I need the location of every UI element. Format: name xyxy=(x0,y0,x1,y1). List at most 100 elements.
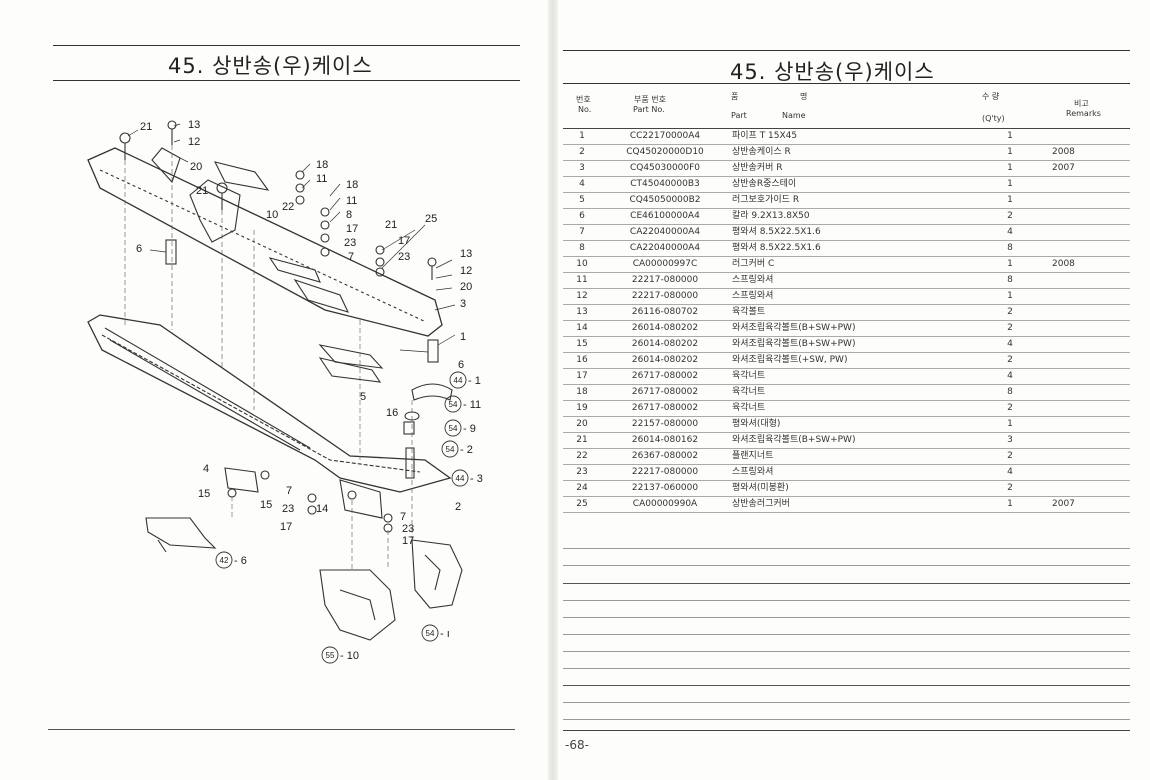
part-remarks-cell: 2007 xyxy=(1038,496,1130,513)
part-qty-cell: 2 xyxy=(982,320,1038,337)
callout-label: 2 xyxy=(455,501,461,513)
part-remarks-cell: 2008 xyxy=(1038,256,1130,273)
part-no-cell: 25 xyxy=(563,496,601,513)
callout-label: 21 xyxy=(140,121,152,133)
part-name-cell: 평와셔(미봉환) xyxy=(729,480,982,497)
part-remarks-cell xyxy=(1038,352,1130,369)
left-title-bottom-rule xyxy=(53,80,520,81)
callout-label: 18 xyxy=(346,179,358,191)
callout-label: 11 xyxy=(346,195,357,207)
right-title-bottom-rule xyxy=(563,83,1130,84)
part-code-cell: CA00000990A xyxy=(601,496,729,513)
part-no-cell: 18 xyxy=(563,384,601,401)
callout-label: 25 xyxy=(425,213,437,225)
callout-label: 23 xyxy=(282,503,294,515)
callout-label: 17 xyxy=(402,535,414,547)
callout-label: 5 xyxy=(360,391,366,403)
part-qty-cell: 1 xyxy=(982,192,1038,209)
part-name-cell: 러그보호가이드 R xyxy=(729,192,982,209)
circled-ref-code: 54 xyxy=(426,629,435,638)
part-name-cell: 스프링와셔 xyxy=(729,272,982,289)
part-name-cell: 와셔조립육각볼트(+SW, PW) xyxy=(729,352,982,369)
left-title-top-rule xyxy=(53,45,520,46)
part-name-cell: 스프링와셔 xyxy=(729,288,982,305)
part-remarks-cell xyxy=(1038,432,1130,449)
left-page-title: 45. 상반송(우)케이스 xyxy=(168,54,373,78)
part-remarks-cell xyxy=(1038,240,1130,257)
circled-ref-code: 54 xyxy=(449,400,458,409)
callout-label: 3 xyxy=(460,298,466,310)
header-qty-en: (Q'ty) xyxy=(982,114,1005,123)
part-no-cell: 13 xyxy=(563,304,601,321)
exploded-parts-diagram: 21 13 12 20 18 11 18 21 22 11 10 8 17 21… xyxy=(87,119,483,664)
part-code-cell: 26014-080162 xyxy=(601,432,729,449)
part-no-cell: 2 xyxy=(563,144,601,161)
part-qty-cell: 4 xyxy=(982,464,1038,481)
part-remarks-cell xyxy=(1038,320,1130,337)
part-no-cell: 12 xyxy=(563,288,601,305)
part-qty-cell: 2 xyxy=(982,208,1038,225)
circled-ref-suffix: - 6 xyxy=(234,555,247,567)
header-no-en: No. xyxy=(578,105,592,114)
part-no-cell: 14 xyxy=(563,320,601,337)
part-remarks-cell xyxy=(1038,288,1130,305)
callout-label: 15 xyxy=(198,488,210,500)
part-no-cell: 16 xyxy=(563,352,601,369)
part-qty-cell: 2 xyxy=(982,480,1038,497)
part-qty-cell: 4 xyxy=(982,368,1038,385)
callout-label: 15 xyxy=(260,499,272,511)
circled-ref-suffix: - 1 xyxy=(468,375,481,387)
part-qty-cell: 4 xyxy=(982,336,1038,353)
part-code-cell: CE46100000A4 xyxy=(601,208,729,225)
part-name-cell: 와셔조립육각볼트(B+SW+PW) xyxy=(729,320,982,337)
callout-label: 8 xyxy=(346,209,352,221)
circled-ref-suffix: - 2 xyxy=(460,444,473,456)
circled-ref-code: 54 xyxy=(449,424,458,433)
part-remarks-cell xyxy=(1038,272,1130,289)
header-name-ko-1: 품 xyxy=(731,92,739,101)
right-page-title: 45. 상반송(우)케이스 xyxy=(730,60,935,84)
part-name-cell: 와셔조립육각볼트(B+SW+PW) xyxy=(729,432,982,449)
book-spine xyxy=(548,0,558,780)
page-number: -68- xyxy=(565,738,589,752)
circled-ref-code: 44 xyxy=(456,474,465,483)
callout-label: 12 xyxy=(460,265,472,277)
part-qty-cell: 1 xyxy=(982,288,1038,305)
circled-ref-code: 55 xyxy=(326,651,335,660)
part-qty-cell: 1 xyxy=(982,256,1038,273)
part-remarks-cell xyxy=(1038,448,1130,465)
callout-label: 10 xyxy=(266,209,278,221)
part-code-cell: 26014-080202 xyxy=(601,336,729,353)
part-no-cell: 5 xyxy=(563,192,601,209)
part-name-cell: 육각너트 xyxy=(729,400,982,417)
header-qty-ko: 수 량 xyxy=(982,92,1000,101)
callout-label: 11 xyxy=(316,173,327,185)
part-no-cell: 24 xyxy=(563,480,601,497)
part-code-cell: CA22040000A4 xyxy=(601,240,729,257)
circled-ref-code: 54 xyxy=(446,445,455,454)
part-no-cell: 8 xyxy=(563,240,601,257)
callout-label: 7 xyxy=(400,511,406,523)
part-code-cell: CC22170000A4 xyxy=(601,129,729,145)
callout-label: 13 xyxy=(188,119,200,131)
callout-label: 21 xyxy=(385,219,397,231)
header-name-en-2: Name xyxy=(782,111,806,120)
part-code-cell: 26367-080002 xyxy=(601,448,729,465)
part-remarks-cell xyxy=(1038,400,1130,417)
part-remarks-cell xyxy=(1038,416,1130,433)
part-no-cell: 22 xyxy=(563,448,601,465)
part-remarks-cell xyxy=(1038,129,1130,145)
callout-label: 18 xyxy=(316,159,328,171)
part-name-cell: 육각너트 xyxy=(729,368,982,385)
callout-label: 23 xyxy=(344,237,356,249)
circled-ref-code: 44 xyxy=(454,376,463,385)
